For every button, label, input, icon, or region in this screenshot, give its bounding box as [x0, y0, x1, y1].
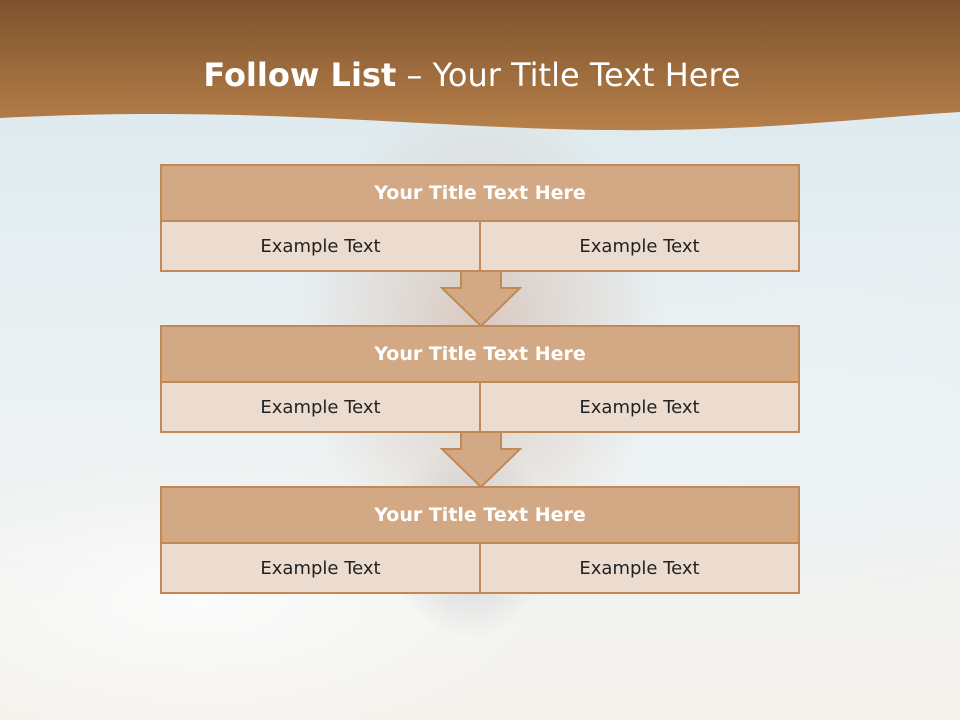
- step-row: Example Text Example Text: [162, 383, 798, 431]
- step-box-1: Your Title Text Here Example Text Exampl…: [160, 164, 800, 272]
- slide-title-rest: – Your Title Text Here: [396, 56, 741, 94]
- step-box-2: Your Title Text Here Example Text Exampl…: [160, 325, 800, 433]
- step-title: Your Title Text Here: [162, 166, 798, 222]
- step-title: Your Title Text Here: [162, 488, 798, 544]
- step-box-3: Your Title Text Here Example Text Exampl…: [160, 486, 800, 594]
- step-cell-right: Example Text: [479, 544, 798, 592]
- step-cell-right: Example Text: [479, 383, 798, 431]
- step-cell-left: Example Text: [260, 235, 381, 257]
- step-cell-left: Example Text: [260, 396, 381, 418]
- step-cell-right: Example Text: [479, 222, 798, 270]
- header-band: [0, 0, 960, 131]
- slide-title-bold: Follow List: [203, 56, 397, 94]
- down-arrow-icon: [440, 270, 522, 328]
- step-row: Example Text Example Text: [162, 222, 798, 270]
- step-cell-left: Example Text: [260, 557, 381, 579]
- slide-title: Follow List – Your Title Text Here: [0, 54, 944, 96]
- down-arrow-icon: [440, 431, 522, 489]
- step-row: Example Text Example Text: [162, 544, 798, 592]
- step-title: Your Title Text Here: [162, 327, 798, 383]
